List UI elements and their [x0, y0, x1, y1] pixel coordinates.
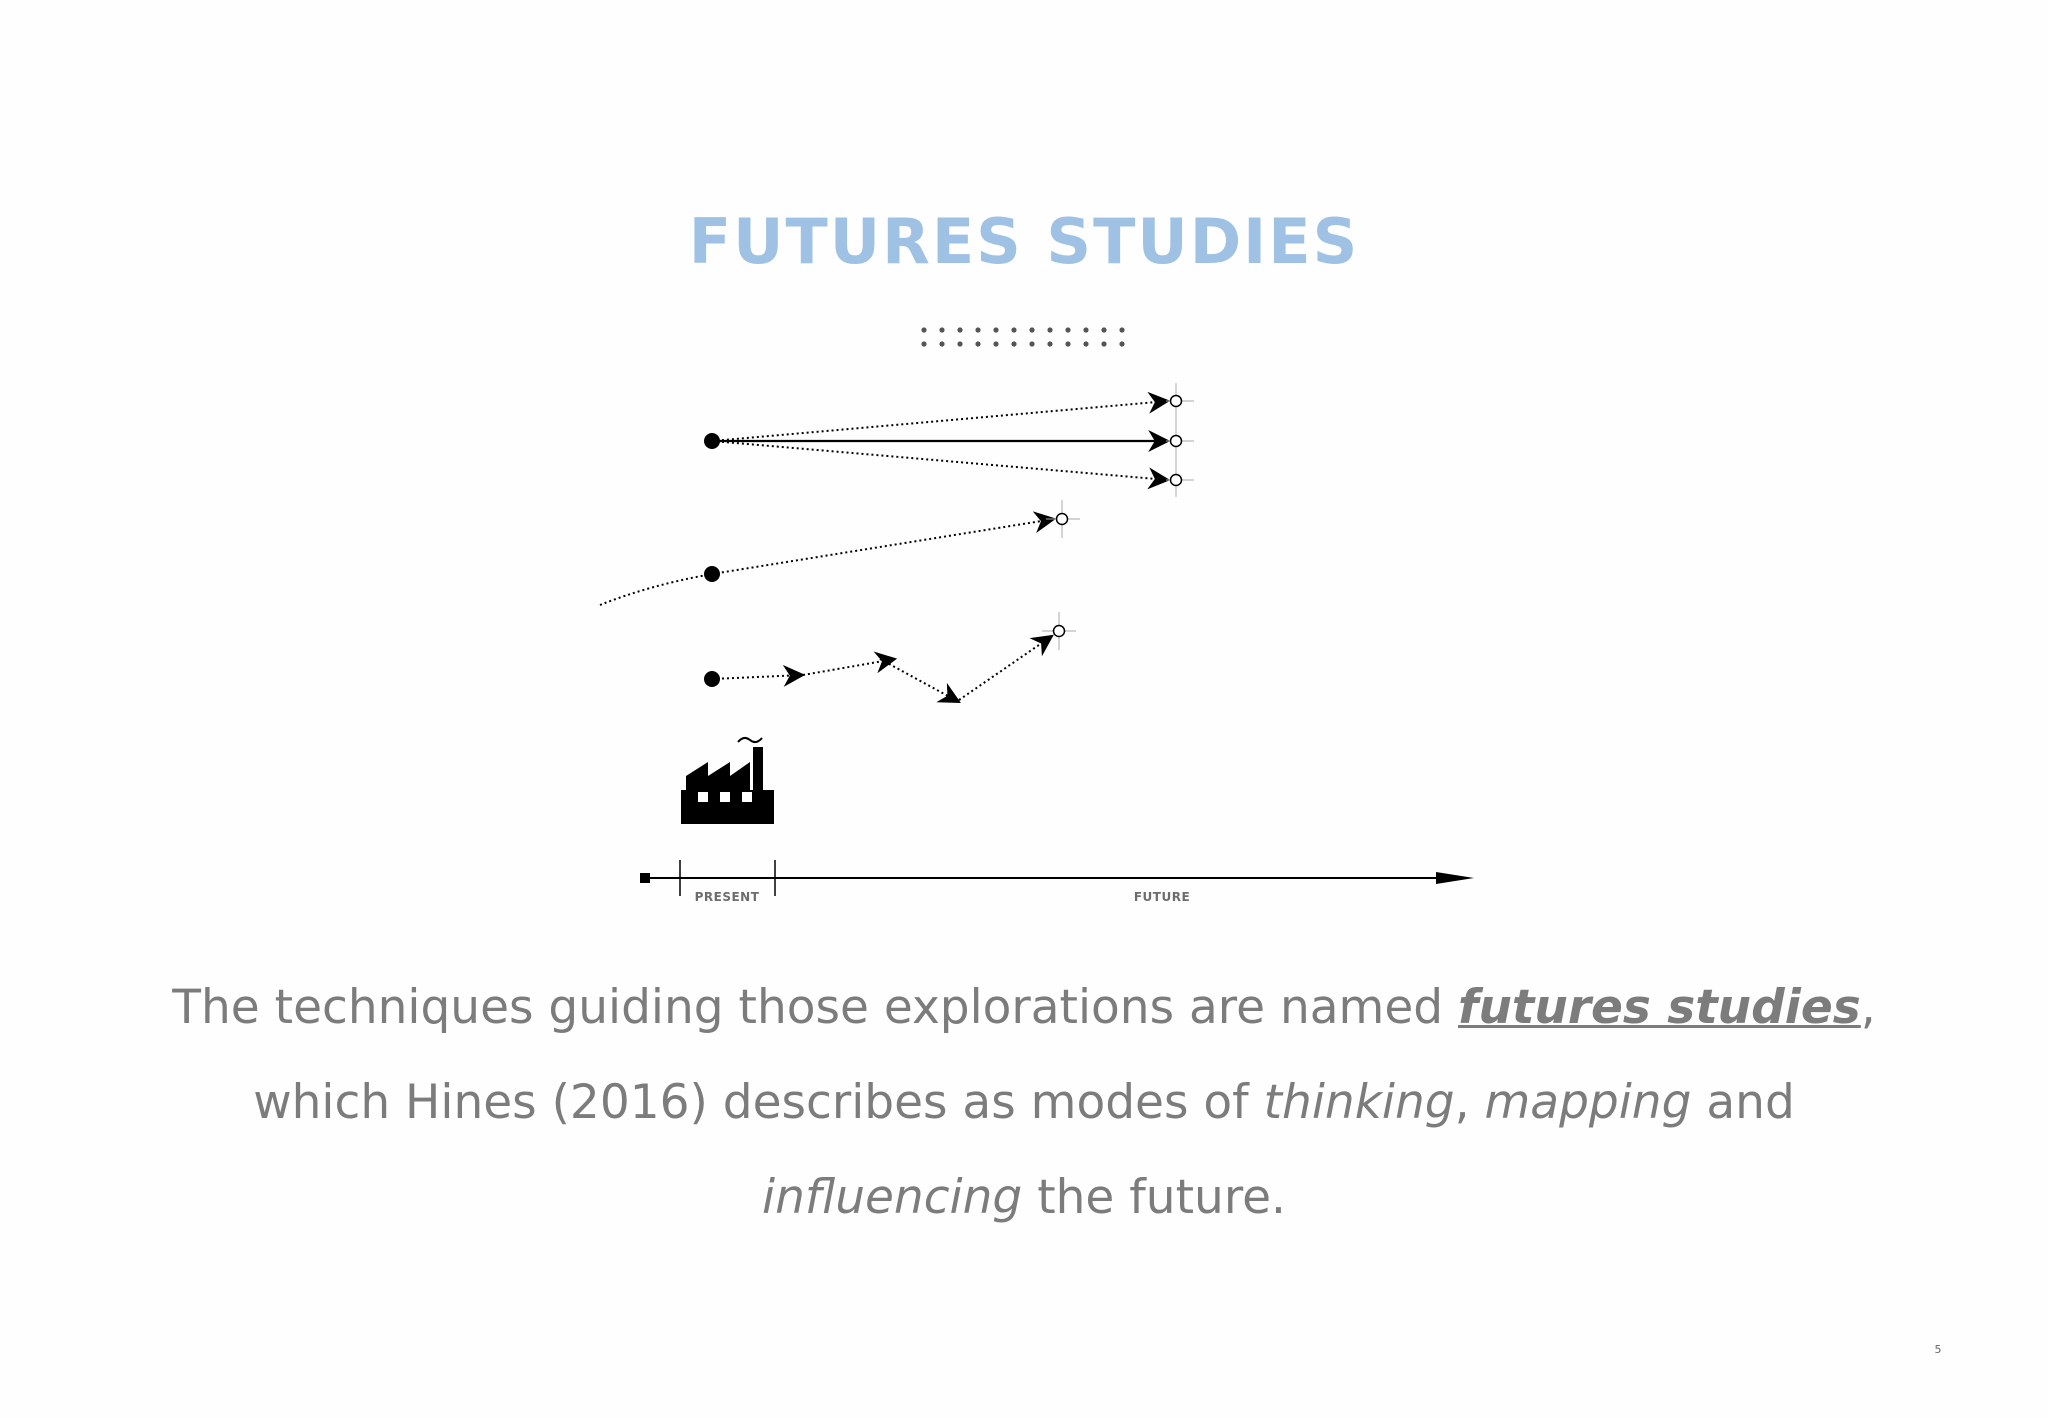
- page-number: 5: [1934, 1343, 1942, 1356]
- body-text-1: The techniques guiding those exploration…: [172, 980, 1459, 1035]
- keyword-futures-studies: futures studies: [1458, 980, 1861, 1035]
- body-text-2: , which Hines (2016) describes as modes …: [253, 980, 1876, 1130]
- body-paragraph: The techniques guiding those exploration…: [150, 960, 1898, 1245]
- factory-icon: [681, 736, 774, 824]
- future-label: FUTURE: [1134, 890, 1190, 904]
- slide-title: FUTURES STUDIES: [688, 205, 1360, 278]
- emphasis-influencing: influencing: [762, 1170, 1023, 1225]
- emphasis-thinking: thinking: [1263, 1075, 1455, 1130]
- emphasis-mapping: mapping: [1484, 1075, 1692, 1130]
- present-label: PRESENT: [695, 890, 760, 904]
- body-text-3: ,: [1454, 1075, 1485, 1130]
- body-text-5: the future.: [1022, 1170, 1286, 1225]
- emergent-path: [704, 612, 1076, 704]
- dot-grid: [921, 327, 1125, 347]
- trend-extrapolation: [599, 500, 1080, 606]
- alternative-futures-fan: [704, 383, 1194, 497]
- body-text-4: and: [1691, 1075, 1795, 1130]
- timeline: PRESENT FUTURE: [640, 860, 1474, 904]
